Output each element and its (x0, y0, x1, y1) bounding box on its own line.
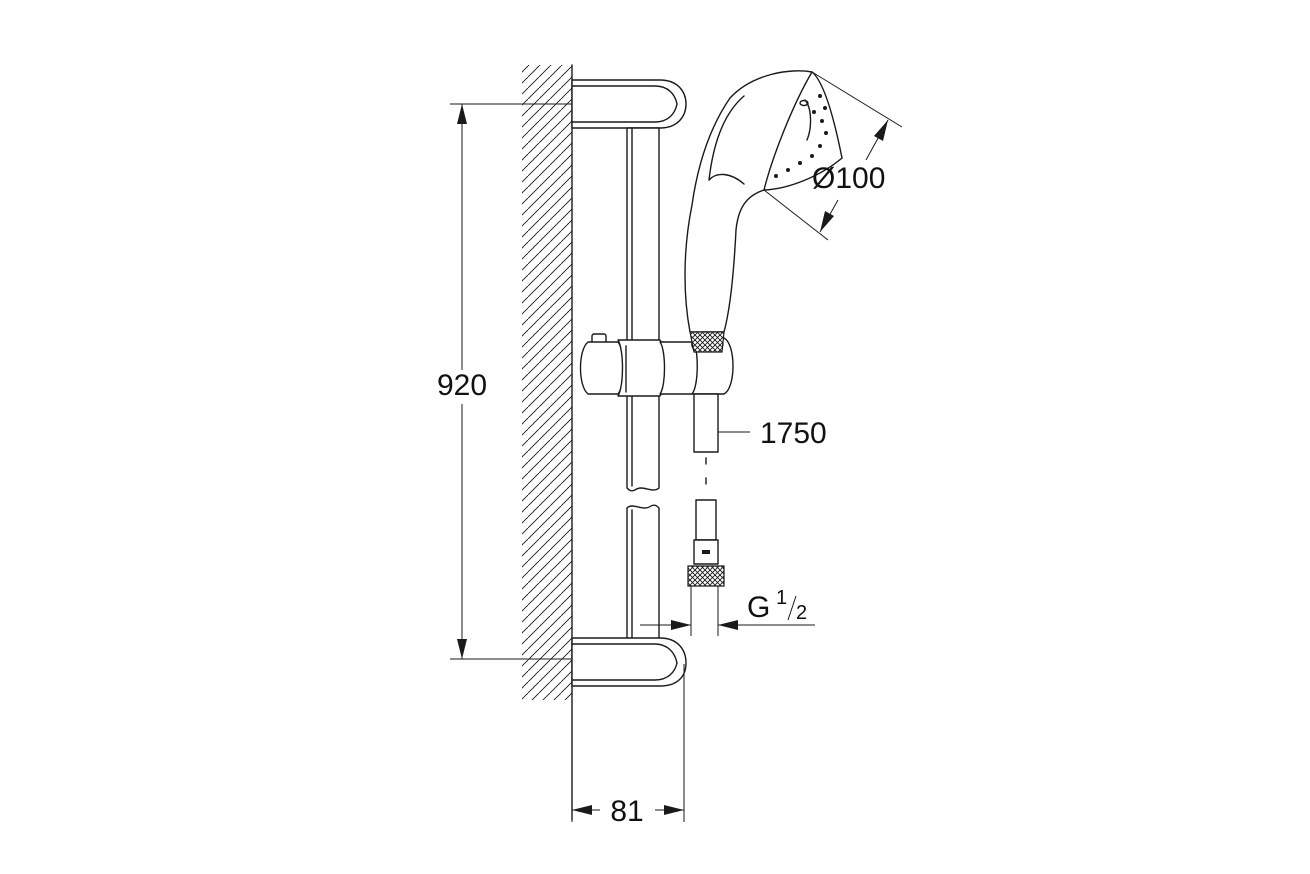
dimension-thread: G 1 2 (640, 586, 815, 636)
hose-nut (687, 565, 725, 587)
hose-upper (693, 393, 719, 453)
rail-upper (626, 127, 660, 492)
dimension-thread-numerator: 1 (776, 587, 787, 609)
hand-shower (684, 70, 843, 353)
rail (571, 79, 687, 687)
dimension-thread-letter: G (747, 591, 770, 624)
rail-lower (626, 504, 660, 641)
wall (522, 64, 573, 821)
hose-lower (695, 499, 717, 541)
dimension-projection: 81 (571, 664, 685, 828)
top-bracket (571, 79, 687, 129)
wall-hatching (522, 65, 572, 700)
dimension-height: 920 (437, 103, 572, 660)
dimension-head-diameter-label: Ø100 (812, 162, 885, 195)
shower-nut (689, 331, 725, 353)
hose (687, 393, 725, 587)
dimension-head-diameter: Ø100 (763, 71, 903, 241)
dimension-height-label: 920 (437, 369, 487, 402)
dimension-projection-label: 81 (610, 795, 643, 828)
dimension-hose-length: 1750 (718, 417, 827, 450)
bottom-bracket (571, 637, 687, 687)
dimension-thread-denominator: 2 (796, 602, 807, 624)
dimension-hose-length-label: 1750 (760, 417, 827, 450)
shower-head-face (763, 71, 843, 191)
